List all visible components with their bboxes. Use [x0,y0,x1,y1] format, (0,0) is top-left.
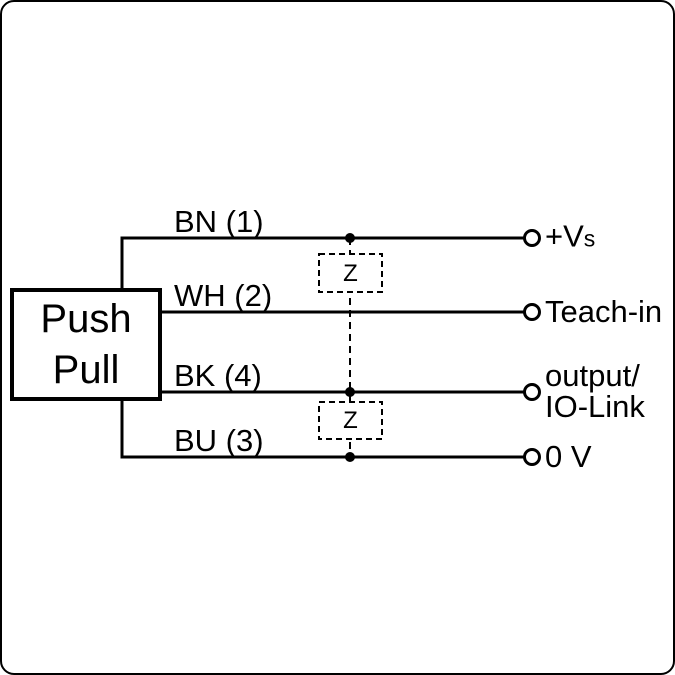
terminal-circle-teach-in [523,303,541,321]
wire-label-wh: WH (2) [174,278,273,313]
wire-label-bk: BK (4) [174,358,262,393]
terminal-circle-vs [523,229,541,247]
terminal-label-teach-in: Teach-in [545,293,663,329]
wire-bu-line [120,400,525,459]
suppressor-label-1: Z [343,260,358,287]
terminal-label-output-line1: output/ [545,357,640,393]
terminal-label-vs: +Vs [545,220,595,254]
junction-dot-bu [345,452,355,462]
junction-dot-bn [345,233,355,243]
device-label-line1: Push [40,297,132,342]
terminal-label-output: output/ IO-Link [545,360,645,422]
terminal-label-output-line2: IO-Link [545,388,645,424]
suppressor-box-1 [318,253,383,293]
suppressor-box-2 [318,401,383,440]
device-box: Push Pull [10,288,162,401]
terminal-label-vs-main: +V [545,218,584,254]
wire-label-bn: BN (1) [174,204,264,239]
suppressor-label-2: Z [343,407,358,434]
terminal-circle-0v [523,448,541,466]
wire-label-bu: BU (3) [174,423,264,458]
terminal-label-vs-sub: s [583,225,596,252]
terminal-label-0v: 0 V [545,438,592,474]
device-label-line2: Pull [52,347,120,392]
junction-dot-bk [345,387,355,397]
terminal-circle-output [523,383,541,401]
wire-bn-line [120,236,525,289]
